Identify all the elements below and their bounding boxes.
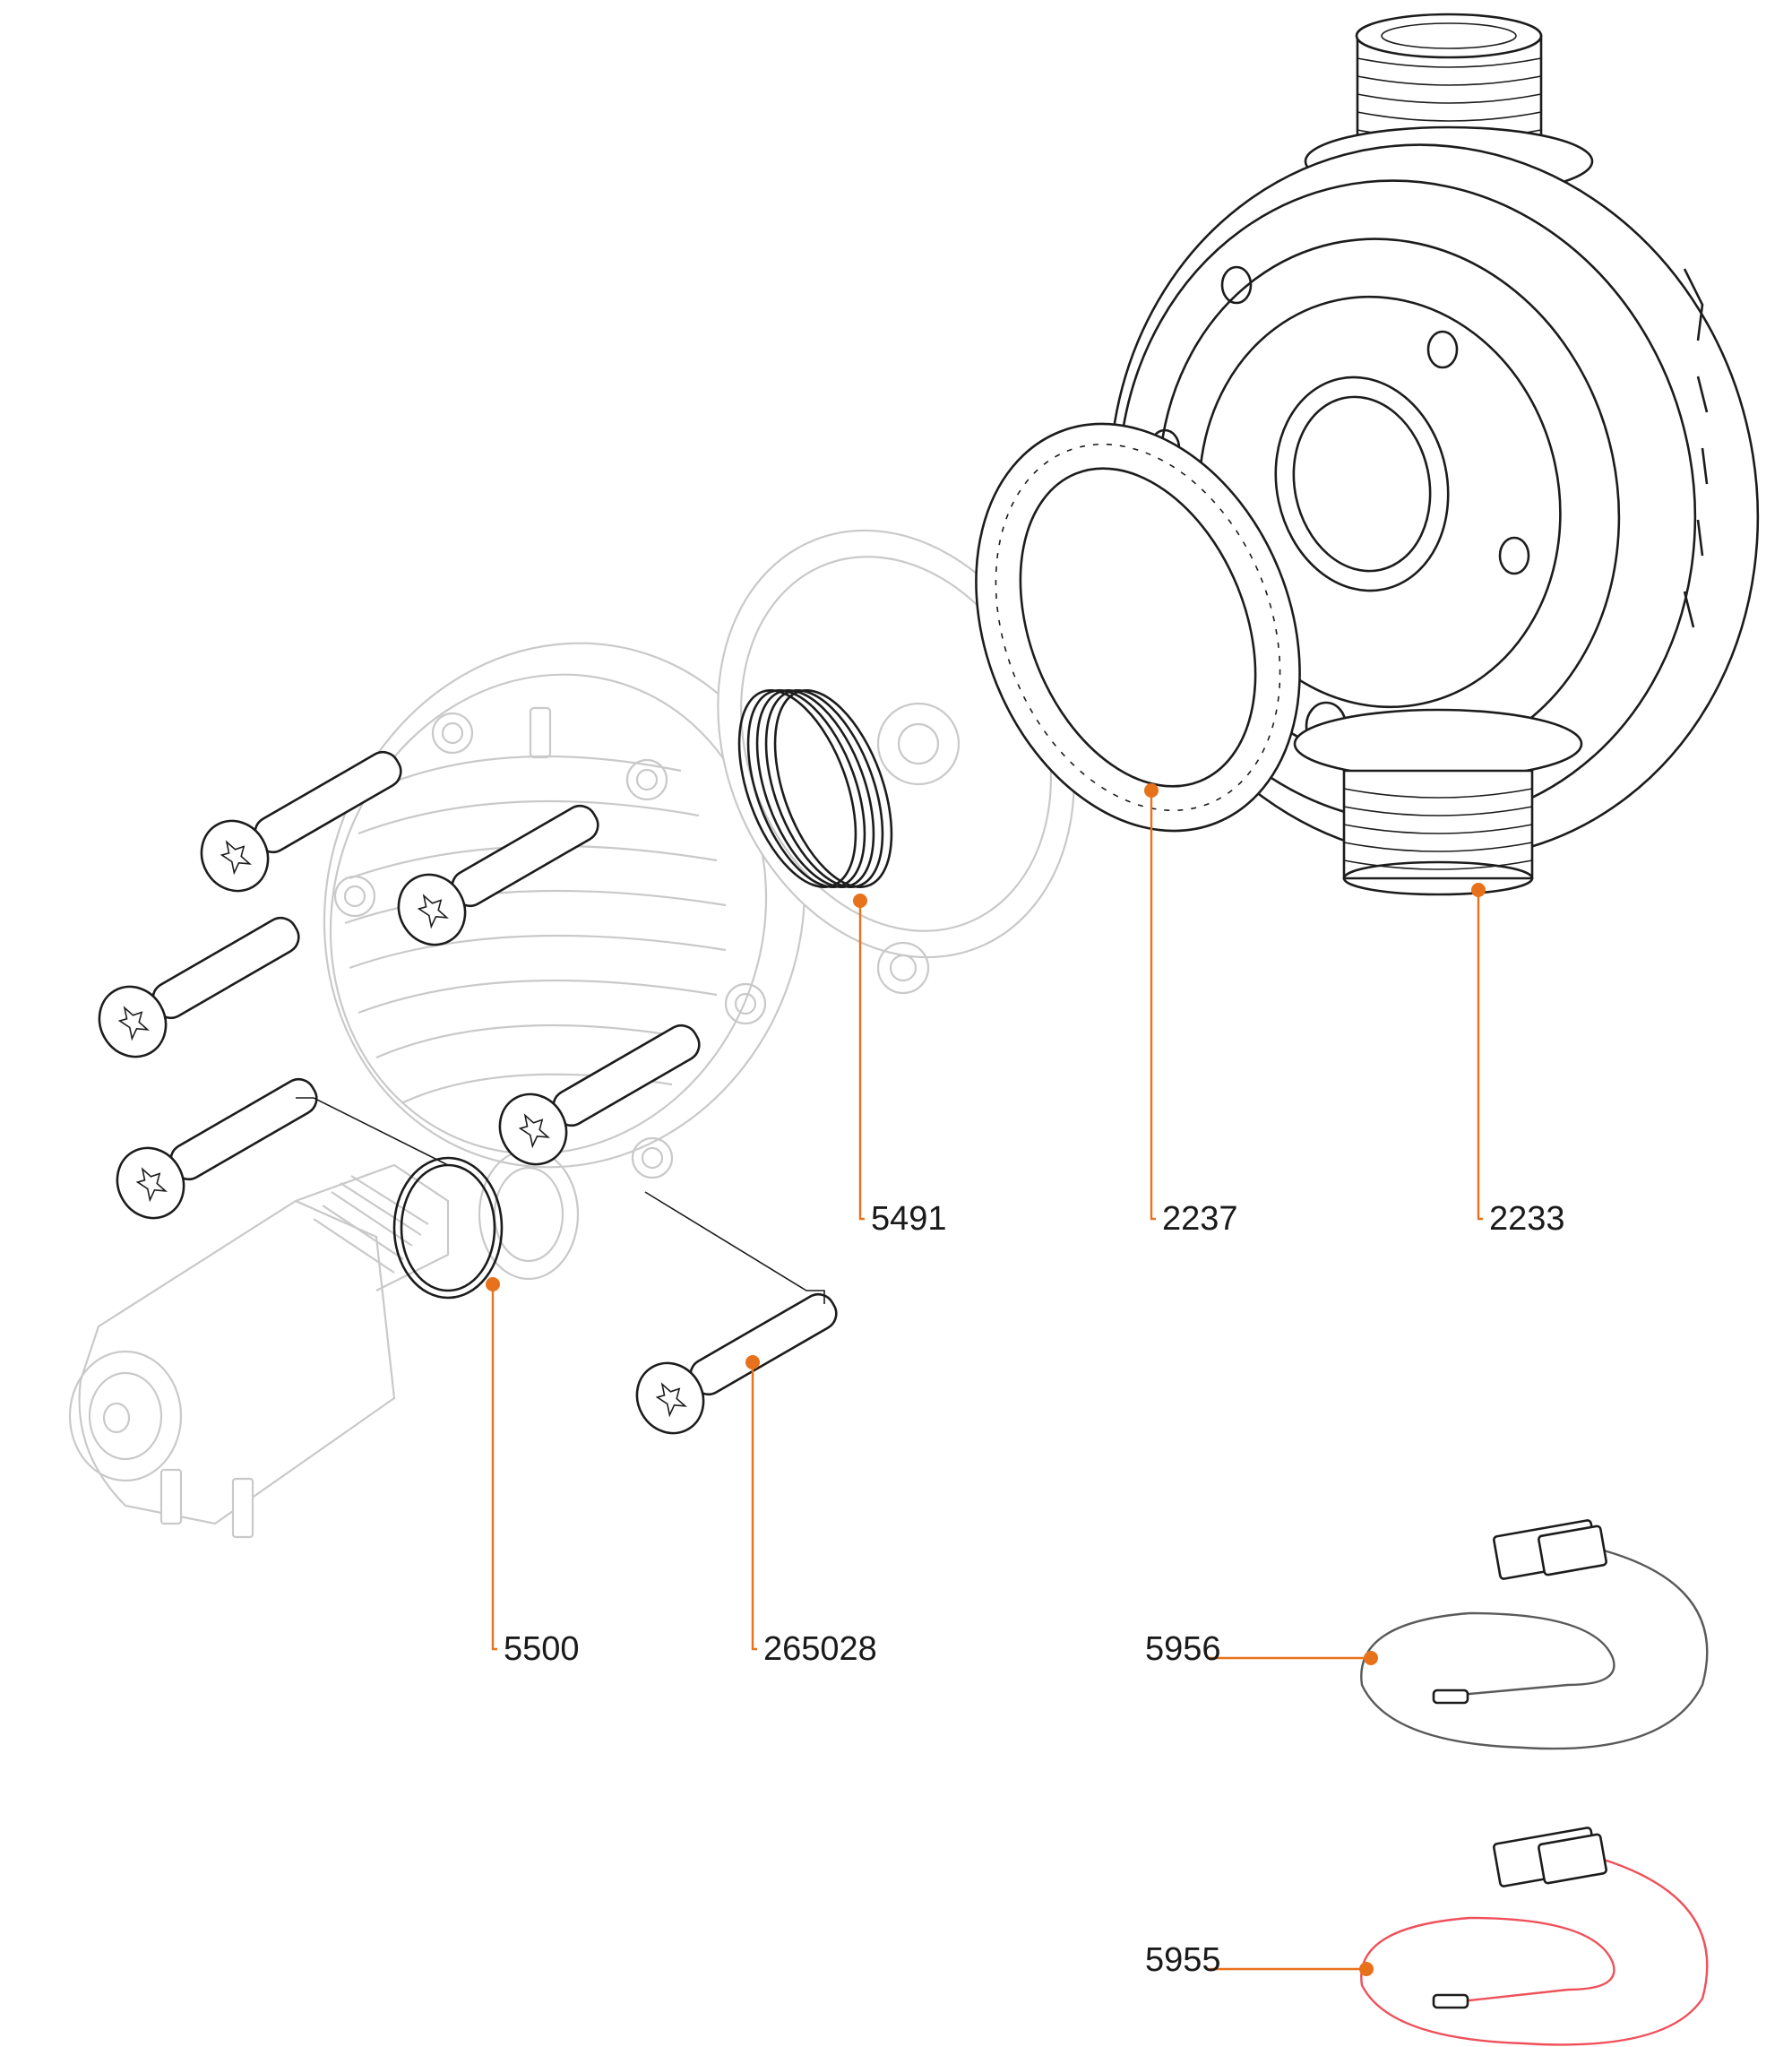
- screw-3: [98, 916, 300, 1058]
- screw-4: [498, 1024, 701, 1166]
- label-2233: 2233: [1489, 1200, 1565, 1238]
- ghost-plug-connector: [68, 1148, 580, 1539]
- label-265028: 265028: [763, 1630, 877, 1668]
- callout-5955: 5955: [1145, 1941, 1374, 1979]
- callout-2233: 2233: [1471, 883, 1565, 1238]
- screw-5: [116, 1077, 318, 1220]
- cable-red: [1360, 1827, 1709, 2046]
- screws: [98, 750, 838, 1435]
- washer-ring: [975, 422, 1301, 833]
- callout-2237: 2237: [1144, 783, 1238, 1238]
- callout-5500: 5500: [486, 1277, 580, 1668]
- screw-2: [397, 804, 599, 946]
- callout-265028: 265028: [745, 1355, 877, 1668]
- label-5956: 5956: [1145, 1630, 1221, 1668]
- label-5955: 5955: [1145, 1941, 1221, 1979]
- screw-1: [200, 750, 402, 893]
- label-5500: 5500: [504, 1630, 580, 1668]
- callout-5956: 5956: [1145, 1630, 1378, 1668]
- callouts: 5491 2237 2233 5500 265028: [486, 783, 1565, 1979]
- label-5491: 5491: [871, 1200, 947, 1238]
- label-2237: 2237: [1162, 1200, 1238, 1238]
- callout-5491: 5491: [853, 894, 947, 1238]
- screw-6: [635, 1292, 838, 1435]
- cable-black: [1360, 1519, 1709, 1750]
- seal-ring: [737, 689, 893, 888]
